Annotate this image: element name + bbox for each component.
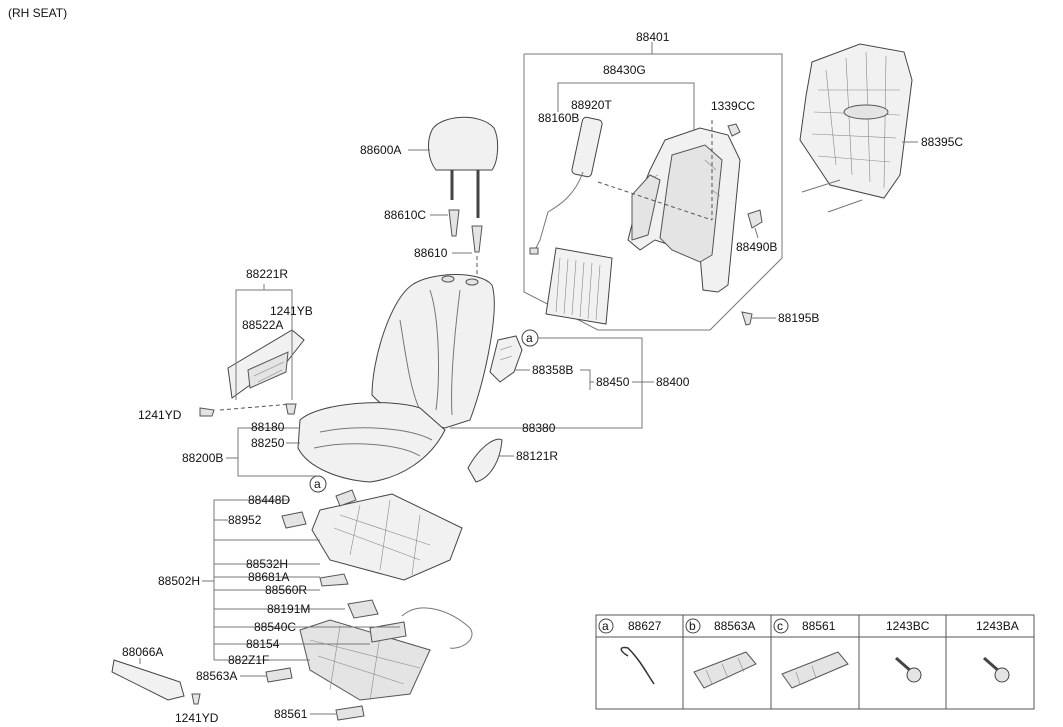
label-88430G: 88430G: [603, 63, 646, 77]
airbag-module: [529, 116, 603, 255]
legend-part-1243BC: 1243BC: [886, 619, 930, 633]
side-shield: [227, 329, 305, 399]
label-88448D: 88448D: [248, 493, 290, 507]
label-88522A: 88522A: [242, 318, 283, 332]
label-1241YD-top: 1241YD: [138, 408, 182, 422]
screw-icon: [983, 656, 1010, 683]
label-1339CC: 1339CC: [711, 99, 755, 113]
label-88401: 88401: [636, 30, 670, 44]
legend-letter-b: b: [689, 619, 696, 633]
legend-part-88627: 88627: [628, 619, 662, 633]
seat-frame: [265, 489, 473, 721]
legend-part-88561: 88561: [802, 619, 836, 633]
label-88121R: 88121R: [516, 449, 558, 463]
label-88600A: 88600A: [360, 143, 401, 157]
legend-part-1243BA: 1243BA: [976, 619, 1019, 633]
legend-letter-a: a: [602, 619, 609, 633]
screw-icon: [895, 656, 922, 683]
diagram-title: (RH SEAT): [8, 6, 67, 20]
label-88180: 88180: [251, 420, 285, 434]
label-88358B: 88358B: [532, 363, 573, 377]
legend-letter-c: c: [777, 619, 783, 633]
label-88450: 88450: [596, 375, 630, 389]
seatback-frame: [627, 127, 741, 293]
label-88540C: 88540C: [254, 620, 296, 634]
callout-a-lower: a: [314, 477, 321, 491]
label-88250: 88250: [251, 436, 285, 450]
label-88191M: 88191M: [267, 602, 310, 616]
label-88380: 88380: [522, 421, 556, 435]
lumbar-pump: [489, 335, 523, 383]
callout-a-upper: a: [526, 331, 533, 345]
legend-table: a 88627 b 88563A c 88561 1243BC 1243BA: [595, 614, 1035, 710]
label-88154: 88154: [246, 637, 280, 651]
label-88195B: 88195B: [778, 311, 819, 325]
lumbar-mat: [545, 247, 613, 325]
back-frame-group: 88401 88430G 88920T 88160B 1339CC 88490B: [523, 30, 783, 331]
back-board: [799, 43, 913, 213]
legend-part-88563A: 88563A: [714, 619, 755, 633]
label-88532H: 88532H: [246, 557, 288, 571]
label-88681A: 88681A: [248, 570, 289, 584]
label-882Z1F: 882Z1F: [228, 653, 269, 667]
label-1241YD-bottom: 1241YD: [175, 711, 219, 725]
seat-assembly: [297, 274, 495, 483]
label-88502H: 88502H: [158, 574, 200, 588]
label-88400: 88400: [656, 375, 690, 389]
label-88395C: 88395C: [921, 135, 963, 149]
label-1241YB: 1241YB: [270, 304, 313, 318]
hook-clip-icon: [620, 646, 655, 685]
label-88561: 88561: [274, 707, 308, 721]
label-88560R: 88560R: [265, 583, 307, 597]
channel-clip-icon: [693, 651, 757, 689]
label-88563A: 88563A: [196, 669, 237, 683]
headrest: [428, 116, 499, 218]
label-88920T: 88920T: [571, 98, 612, 112]
label-88160B: 88160B: [538, 111, 579, 125]
label-88610: 88610: [414, 246, 448, 260]
label-88066A: 88066A: [122, 645, 163, 659]
label-88200B: 88200B: [182, 451, 223, 465]
label-88221R: 88221R: [246, 267, 288, 281]
label-88952: 88952: [228, 513, 262, 527]
label-88490B: 88490B: [736, 240, 777, 254]
label-88610C: 88610C: [384, 208, 426, 222]
cap-clip-icon: [781, 651, 849, 689]
